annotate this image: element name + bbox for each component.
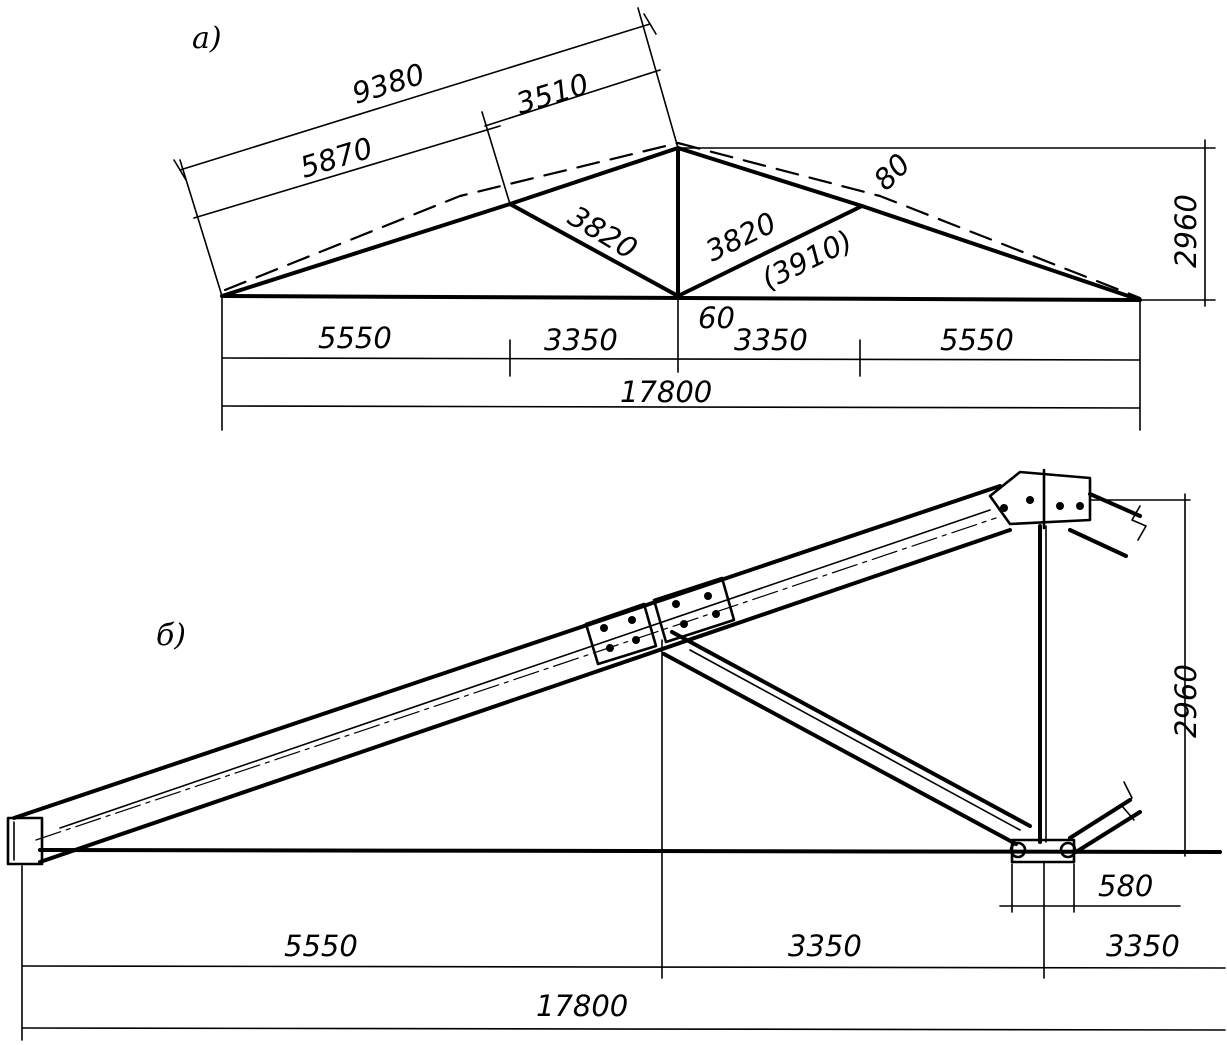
part-b-tag: б) xyxy=(156,618,186,653)
top-chord-upper-edge-b xyxy=(12,484,1002,820)
dashed-chord-left-a xyxy=(223,141,680,292)
bolt-8-b xyxy=(712,610,720,618)
ext-line-node-a xyxy=(481,111,511,205)
right-diagonal-stub-upper-b xyxy=(1068,798,1132,840)
apex-bolt-4-b xyxy=(1076,502,1084,510)
dim-height-b: 2960 xyxy=(1169,664,1203,738)
dim-bottom-3-b: 3350 xyxy=(1106,929,1180,963)
dim-60: 60 xyxy=(698,301,735,335)
dim-bottom-1-a: 5550 xyxy=(318,321,392,355)
right-chord-stub-lower-b xyxy=(1068,528,1128,558)
dim-bottom-3-a: 3350 xyxy=(734,323,808,357)
bolt-7-b xyxy=(680,620,688,628)
dashed-chord-right-a xyxy=(676,141,1142,300)
dim-bottom-1-b: 5550 xyxy=(284,929,358,963)
bottom-node-pin-left-b xyxy=(1009,841,1027,859)
left-support-b xyxy=(6,816,44,866)
apex-node-b xyxy=(988,470,1092,526)
truss-detail-b: б) xyxy=(6,468,1226,1041)
diagonal-strut-inner-b xyxy=(689,649,1021,831)
diagonal-strut-lower-b xyxy=(662,652,1018,846)
dim-line-span-a xyxy=(221,405,1141,409)
bolt-3-b xyxy=(606,644,614,652)
dim-line-3510 xyxy=(484,69,661,127)
diagonal-left-a xyxy=(508,202,680,298)
top-chord-axis-b xyxy=(35,517,997,841)
dim-line-9380 xyxy=(179,23,651,171)
dim-80: 80 xyxy=(867,147,917,197)
bolt-2-b xyxy=(628,616,636,624)
break-mark-bottom-b xyxy=(1121,781,1135,821)
apex-bolt-1-b xyxy=(1000,504,1008,512)
dim-line-bottom-a xyxy=(221,357,1141,361)
break-mark-top-b xyxy=(1131,505,1147,541)
dim-bottom-4-a: 5550 xyxy=(940,323,1014,357)
dim-height-a: 2960 xyxy=(1169,194,1203,268)
splice-plate-right-b xyxy=(652,576,736,644)
dim-580: 580 xyxy=(1098,869,1153,903)
dim-line-5870 xyxy=(193,125,501,219)
ext-line-apex-a xyxy=(637,7,679,149)
bolt-6-b xyxy=(704,592,712,600)
right-diagonal-stub-lower-b xyxy=(1074,810,1142,854)
bolt-4-b xyxy=(632,636,640,644)
dim-3510: 3510 xyxy=(512,67,593,121)
top-chord-lower-edge-b xyxy=(38,528,1012,864)
apex-bolt-2-b xyxy=(1026,496,1034,504)
bottom-node-pin-right-b xyxy=(1059,841,1077,859)
bolt-1-b xyxy=(600,624,608,632)
apex-bolt-3-b xyxy=(1056,502,1064,510)
dim-bottom-2-a: 3350 xyxy=(544,323,618,357)
dim-5870: 5870 xyxy=(296,131,377,185)
dim-bottom-2-b: 3350 xyxy=(788,929,862,963)
tick-9380-l xyxy=(173,159,187,181)
diagonal-strut-upper-b xyxy=(670,630,1032,828)
dim-line-bottom-b xyxy=(21,965,1226,969)
splice-plate-left-b xyxy=(584,602,658,666)
top-chord-inner-line-b xyxy=(59,509,991,829)
dim-span-b: 17800 xyxy=(536,989,628,1023)
bottom-chord-b xyxy=(38,848,1222,854)
bolt-5-b xyxy=(672,600,680,608)
dim-line-span-b xyxy=(21,1027,1226,1031)
ext-line-left-a xyxy=(179,159,223,297)
dim-9380: 9380 xyxy=(348,57,429,111)
dim-span-a: 17800 xyxy=(620,375,712,409)
truss-scheme-a: а) 9380 5870 3510 3820 3820 (3910) 80 60 xyxy=(173,7,1216,431)
part-a-tag: а) xyxy=(192,21,222,56)
bottom-chord-a xyxy=(220,294,1142,302)
diagonal-right-a xyxy=(676,204,864,298)
right-chord-stub-upper-b xyxy=(1088,492,1142,518)
tick-9380-r xyxy=(643,13,657,35)
